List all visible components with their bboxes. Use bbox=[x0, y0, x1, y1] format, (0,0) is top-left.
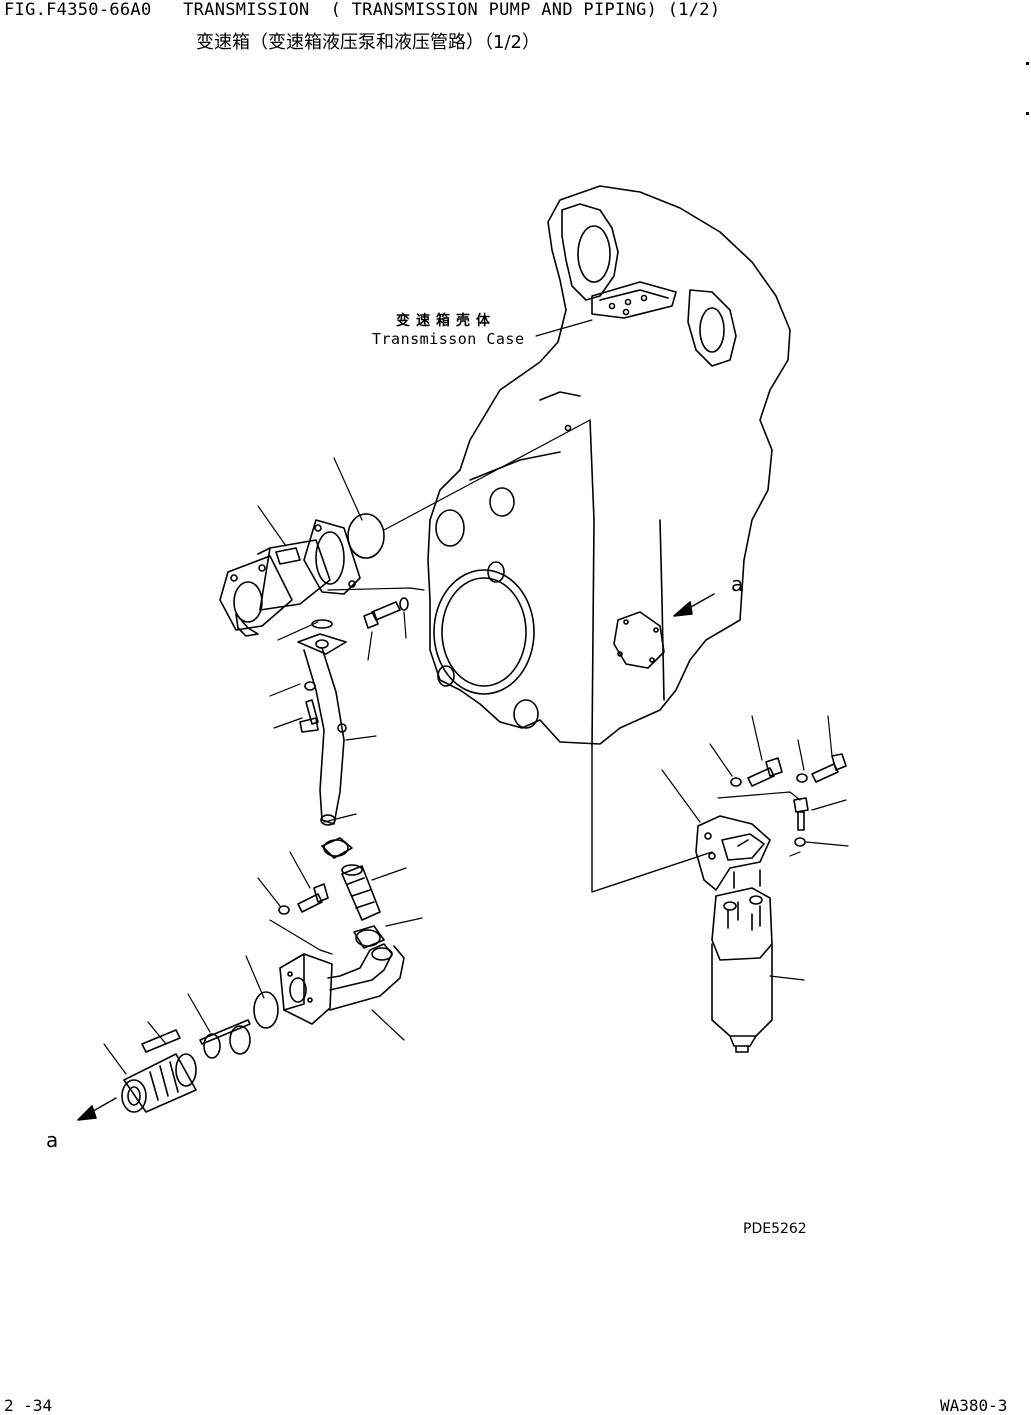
o-ring-pump bbox=[347, 513, 385, 559]
case-label-leader bbox=[535, 319, 593, 337]
hose-clamp-lower bbox=[353, 925, 385, 949]
spring bbox=[141, 1029, 181, 1053]
margin-mark-1 bbox=[1026, 62, 1029, 65]
washer-filter-1 bbox=[730, 777, 742, 787]
case-label-en: Transmisson Case bbox=[372, 330, 525, 348]
pipe-elbow bbox=[327, 943, 405, 1011]
case-label-cn: 变速箱壳体 bbox=[396, 313, 496, 329]
margin-mark-2 bbox=[1026, 112, 1029, 115]
ref-arrow-left bbox=[77, 1097, 117, 1121]
pump-bolt bbox=[363, 597, 409, 629]
o-ring-medium bbox=[229, 1025, 251, 1055]
gasket-upper bbox=[311, 619, 333, 629]
rubber-hose bbox=[341, 864, 381, 921]
ref-arrow-right bbox=[673, 593, 715, 617]
washer-filter-2 bbox=[796, 773, 808, 783]
transmission-case bbox=[427, 185, 791, 747]
page-number: 2 -34 bbox=[4, 1396, 53, 1415]
washer-left bbox=[304, 681, 316, 691]
bolt-filter-1 bbox=[747, 757, 783, 787]
bolt-filter-3 bbox=[793, 797, 809, 831]
washer-mid bbox=[278, 905, 290, 915]
ring-pin bbox=[199, 1019, 251, 1045]
bolt-mid bbox=[297, 883, 329, 913]
o-ring-large bbox=[253, 991, 279, 1029]
hydraulic-pump bbox=[219, 519, 361, 637]
suction-tube bbox=[297, 633, 347, 826]
strainer-element bbox=[121, 1053, 197, 1113]
filter-return-line bbox=[591, 745, 713, 893]
bolt-filter-2 bbox=[811, 753, 847, 783]
ref-label-right: a bbox=[731, 572, 744, 596]
filter-bracket bbox=[695, 815, 771, 891]
figure-subtitle: 变速箱（变速箱液压泵和液压管路）（1/2） bbox=[196, 32, 540, 53]
oil-filter bbox=[711, 869, 773, 1053]
figure-title: FIG.F4350-66A0 TRANSMISSION ( TRANSMISSI… bbox=[4, 0, 721, 20]
washer-filter-3 bbox=[794, 837, 806, 847]
model-code: WA380-3 bbox=[940, 1396, 1008, 1415]
o-ring-small bbox=[203, 1033, 221, 1059]
case-outline bbox=[427, 185, 791, 745]
drawing-code: PDE5262 bbox=[743, 1221, 807, 1237]
ref-label-left: a bbox=[46, 1128, 59, 1152]
bolt-left bbox=[299, 699, 319, 733]
callout-leaders bbox=[103, 457, 849, 1075]
strainer-housing bbox=[279, 953, 333, 1025]
